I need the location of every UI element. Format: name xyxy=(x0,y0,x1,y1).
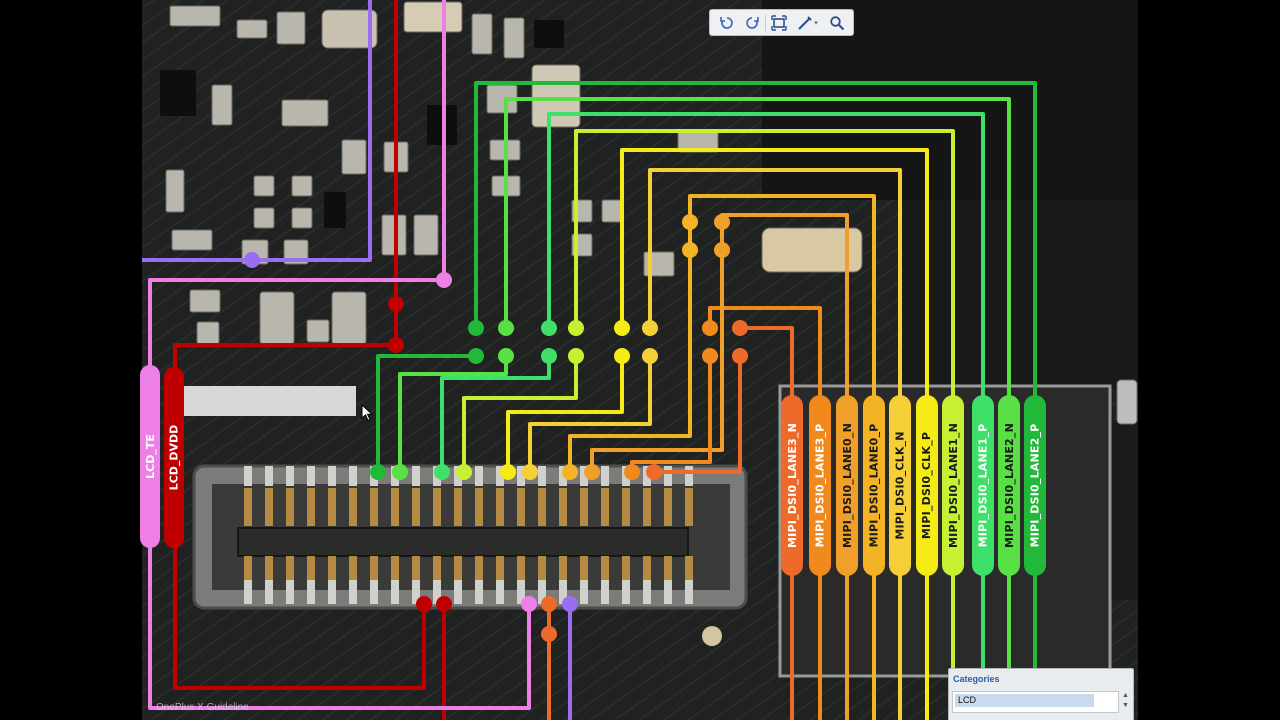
net-label-mipi-dsi0-lane2-p[interactable]: MIPI_DSI0_LANE2_P xyxy=(1024,395,1046,576)
net-label-text: MIPI_DSI0_CLK_N xyxy=(893,431,907,540)
net-label-text: MIPI_DSI0_LANE1_P xyxy=(976,423,990,548)
net-label-mipi-dsi0-lane0-p[interactable]: MIPI_DSI0_LANE0_P xyxy=(863,395,885,576)
categories-list[interactable]: LCD xyxy=(952,691,1119,713)
net-label-text: MIPI_DSI0_LANE0_N xyxy=(840,423,854,548)
net-label-text: MIPI_DSI0_CLK_P xyxy=(920,431,934,540)
board-viewer[interactable]: ▾ xyxy=(142,0,1138,720)
net-label-mipi-dsi0-lane0-n[interactable]: MIPI_DSI0_LANE0_N xyxy=(836,395,858,576)
scroll-down-icon[interactable]: ▼ xyxy=(1122,702,1129,709)
net-label-text: MIPI_DSI0_LANE3_N xyxy=(785,423,799,548)
net-label-mipi-dsi0-lane2-n[interactable]: MIPI_DSI0_LANE2_N xyxy=(998,395,1020,576)
net-label-text: MIPI_DSI0_LANE0_P xyxy=(867,423,881,548)
fit-screen-icon xyxy=(770,14,787,31)
chevron-down-icon: ▾ xyxy=(814,19,818,27)
net-label-mipi-dsi0-clk-p[interactable]: MIPI_DSI0_CLK_P xyxy=(916,395,938,576)
fit-screen-button[interactable] xyxy=(767,13,791,33)
net-label-mipi-dsi0-clk-n[interactable]: MIPI_DSI0_CLK_N xyxy=(889,395,911,576)
pcb-board-image xyxy=(142,0,1138,720)
net-label-mipi-dsi0-lane1-p[interactable]: MIPI_DSI0_LANE1_P xyxy=(972,395,994,576)
net-label-text: LCD_TE xyxy=(143,434,157,479)
category-item-lcd[interactable]: LCD xyxy=(955,694,1094,707)
toolbar-divider xyxy=(764,14,766,31)
net-label-text: MIPI_DSI0_LANE1_N xyxy=(946,423,960,548)
rotate-right-icon xyxy=(745,16,759,29)
net-label-text: MIPI_DSI0_LANE3_P xyxy=(813,423,827,548)
rotate-left-icon xyxy=(719,16,733,29)
categories-panel: Categories LCD ▲ ▼ xyxy=(948,668,1134,720)
board-connector xyxy=(192,464,748,610)
watermark: OnePlus X Guideline xyxy=(156,702,249,713)
net-label-mipi-dsi0-lane3-p[interactable]: MIPI_DSI0_LANE3_P xyxy=(809,395,831,576)
net-label-lcd-dvdd[interactable]: LCD_DVDD xyxy=(164,367,184,548)
rotate-right-button[interactable] xyxy=(740,13,764,33)
net-label-text: LCD_DVDD xyxy=(167,424,181,491)
scroll-up-icon[interactable]: ▲ xyxy=(1122,692,1129,699)
net-label-mipi-dsi0-lane3-n[interactable]: MIPI_DSI0_LANE3_N xyxy=(781,395,803,576)
mouse-cursor-icon xyxy=(361,404,373,422)
zoom-icon xyxy=(829,15,844,30)
rotate-left-button[interactable] xyxy=(715,13,739,33)
measure-icon xyxy=(798,15,812,30)
net-label-text: MIPI_DSI0_LANE2_P xyxy=(1028,423,1042,548)
viewer-toolbar: ▾ xyxy=(709,9,854,36)
zoom-button[interactable] xyxy=(825,13,849,33)
categories-title: Categories xyxy=(953,674,1000,684)
net-label-mipi-dsi0-lane1-n[interactable]: MIPI_DSI0_LANE1_N xyxy=(942,395,964,576)
net-label-lcd-te[interactable]: LCD_TE xyxy=(140,365,160,548)
categories-scrollbar[interactable]: ▲ ▼ xyxy=(1120,691,1131,715)
net-label-text: MIPI_DSI0_LANE2_N xyxy=(1002,423,1016,548)
measure-button[interactable]: ▾ xyxy=(792,13,824,33)
